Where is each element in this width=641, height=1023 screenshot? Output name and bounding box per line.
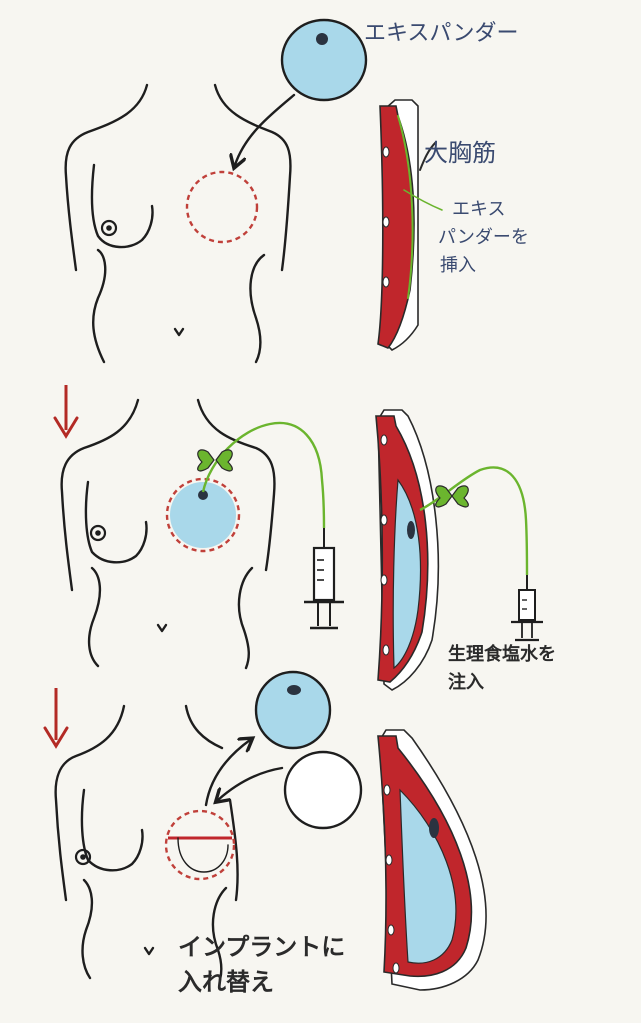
- cross-section-2: [376, 410, 438, 690]
- navel-2: [158, 625, 166, 631]
- replace-label-line1: インプラントに: [178, 933, 345, 961]
- insert-label-line1: エキス: [452, 199, 505, 220]
- navel-1: [175, 329, 183, 335]
- insert-label-line3: 挿入: [440, 255, 476, 276]
- saline-label-line1: 生理食塩水を: [448, 643, 556, 665]
- cross-section-1: [378, 100, 442, 350]
- expander-label: エキスパンダー: [364, 21, 518, 46]
- implant-site: [166, 811, 234, 879]
- replace-label-line2: 入れ替え: [178, 968, 274, 996]
- syringe-icon: [304, 528, 344, 628]
- torso-outline-1: [66, 85, 291, 362]
- expander-pocket-outline: [187, 172, 257, 242]
- implant-icon: [285, 752, 361, 828]
- stage-2-saline-injection: 生理食塩水を 注入: [62, 400, 556, 693]
- stage-3-implant-replacement: インプラントに 入れ替え: [56, 672, 486, 996]
- insert-implant-arrow: [218, 768, 282, 800]
- cross-section-3: [378, 730, 486, 990]
- saline-label-line2: 注入: [448, 671, 484, 693]
- remove-arrow: [206, 740, 250, 805]
- stage-1-expander-insertion: エキスパンダー 大胸筋 エキス パンダーを 挿入: [66, 20, 529, 362]
- step-arrow-1: [55, 385, 77, 436]
- pectoralis-label: 大胸筋: [424, 139, 496, 167]
- removed-expander-icon: [256, 672, 330, 748]
- insert-label-line2: パンダーを: [438, 227, 529, 248]
- valve-icon: [198, 450, 233, 471]
- torso-outline-2: [62, 400, 275, 668]
- navel-3: [145, 948, 153, 954]
- syringe-icon-section: [511, 575, 543, 640]
- expander-icon: [282, 20, 366, 100]
- step-arrow-2: [45, 688, 67, 746]
